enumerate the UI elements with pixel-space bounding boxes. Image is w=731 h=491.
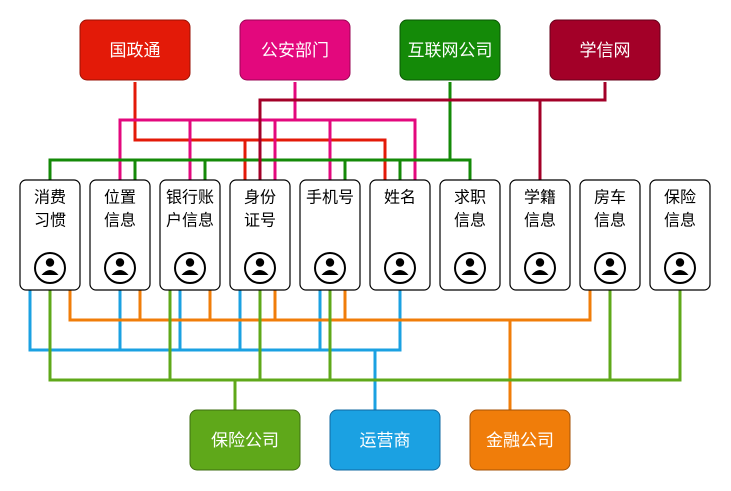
data-item-line2: 证号 — [244, 211, 276, 230]
connector-baoxian — [48, 290, 682, 410]
connector-hulianwang — [48, 82, 472, 182]
data-item-line2: 习惯 — [34, 211, 66, 230]
data-item-line1: 学籍 — [524, 188, 556, 207]
data-item-line1: 消费 — [34, 188, 66, 207]
source-label-hulianwang: 互联网公司 — [408, 41, 493, 61]
data-item-yinhangzhanghu[interactable]: 银行账 户信息 — [159, 179, 221, 291]
data-item-line1: 求职 — [454, 188, 486, 207]
consumer-box-yunyingshang[interactable]: 运营商 — [329, 409, 441, 471]
data-item-shenfenzhenghao[interactable]: 身份 证号 — [229, 179, 291, 291]
person-icon — [34, 252, 66, 284]
source-box-guozhengtong[interactable]: 国政通 — [79, 19, 191, 81]
source-label-guozhengtong: 国政通 — [110, 41, 161, 61]
data-item-xiaofeixiguan[interactable]: 消费 习惯 — [19, 179, 81, 291]
person-icon — [454, 252, 486, 284]
data-item-xuejixinxi[interactable]: 学籍 信息 — [509, 179, 571, 291]
person-icon — [314, 252, 346, 284]
data-item-line1: 房车 — [594, 188, 626, 207]
consumer-box-jinronggongsi[interactable]: 金融公司 — [469, 409, 571, 471]
data-item-line2: 信息 — [104, 211, 136, 230]
source-box-gonganbumen[interactable]: 公安部门 — [239, 19, 351, 81]
data-item-line2: 信息 — [454, 211, 486, 230]
consumer-label-jinronggongsi: 金融公司 — [486, 431, 554, 451]
data-item-line1: 银行账 — [166, 188, 214, 207]
person-icon — [104, 252, 136, 284]
source-boxes: 国政通 公安部门 互联网公司 学信网 — [79, 19, 661, 81]
source-connectors — [48, 82, 607, 182]
connector-xuexinwang — [258, 82, 607, 182]
source-box-hulianwang[interactable]: 互联网公司 — [399, 19, 501, 81]
person-icon — [244, 252, 276, 284]
data-item-boxes: 消费 习惯 位置 信息 — [19, 179, 711, 291]
source-label-gonganbumen: 公安部门 — [261, 41, 329, 61]
data-item-fangchexinxi[interactable]: 房车 信息 — [579, 179, 641, 291]
data-item-line2: 户信息 — [166, 211, 214, 230]
person-icon — [524, 252, 556, 284]
data-item-line2: 信息 — [594, 211, 626, 230]
data-item-shoujihao[interactable]: 手机号 — [299, 179, 361, 291]
data-item-line2: 信息 — [524, 211, 556, 230]
source-label-xuexinwang: 学信网 — [580, 41, 631, 61]
data-item-xingming[interactable]: 姓名 — [369, 179, 431, 291]
person-icon — [384, 252, 416, 284]
data-item-line1: 位置 — [104, 188, 136, 207]
data-item-line1: 手机号 — [306, 188, 354, 207]
data-item-qiuzhixinxi[interactable]: 求职 信息 — [439, 179, 501, 291]
source-box-xuexinwang[interactable]: 学信网 — [549, 19, 661, 81]
data-item-baoxianxinxi[interactable]: 保险 信息 — [649, 179, 711, 291]
data-item-line1: 姓名 — [384, 188, 416, 207]
person-icon — [174, 252, 206, 284]
consumer-label-baoxiangongsi: 保险公司 — [211, 431, 279, 451]
data-item-line1: 保险 — [664, 188, 696, 207]
connector-gonganbumen — [118, 82, 417, 182]
consumer-connectors — [28, 290, 682, 410]
data-item-line1: 身份 — [244, 188, 276, 207]
person-icon — [664, 252, 696, 284]
person-icon — [594, 252, 626, 284]
consumer-boxes: 保险公司 运营商 金融公司 — [189, 409, 571, 471]
data-item-line2: 信息 — [664, 211, 696, 230]
consumer-box-baoxiangongsi[interactable]: 保险公司 — [189, 409, 301, 471]
consumer-label-yunyingshang: 运营商 — [360, 431, 411, 451]
data-item-weizhixinxi[interactable]: 位置 信息 — [89, 179, 151, 291]
